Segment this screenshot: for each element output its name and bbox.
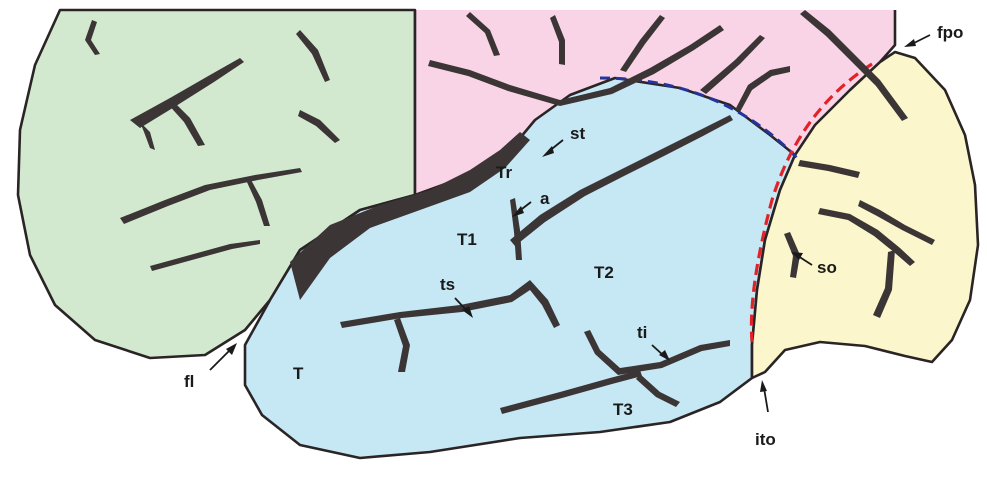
- label-t1: T1: [457, 230, 477, 249]
- label-t2: T2: [594, 263, 614, 282]
- label-ts: ts: [440, 275, 455, 294]
- arrow-ito: [764, 388, 768, 412]
- label-ti: ti: [637, 323, 647, 342]
- label-fpo: fpo: [937, 23, 963, 42]
- label-t: T: [293, 364, 304, 383]
- label-so: so: [817, 258, 837, 277]
- arrow-fl: [210, 349, 231, 370]
- label-st: st: [570, 124, 585, 143]
- label-tr: Tr: [496, 163, 512, 182]
- label-fl: fl: [184, 372, 194, 391]
- label-ito: ito: [755, 430, 776, 449]
- label-a: a: [540, 189, 550, 208]
- label-t3: T3: [613, 400, 633, 419]
